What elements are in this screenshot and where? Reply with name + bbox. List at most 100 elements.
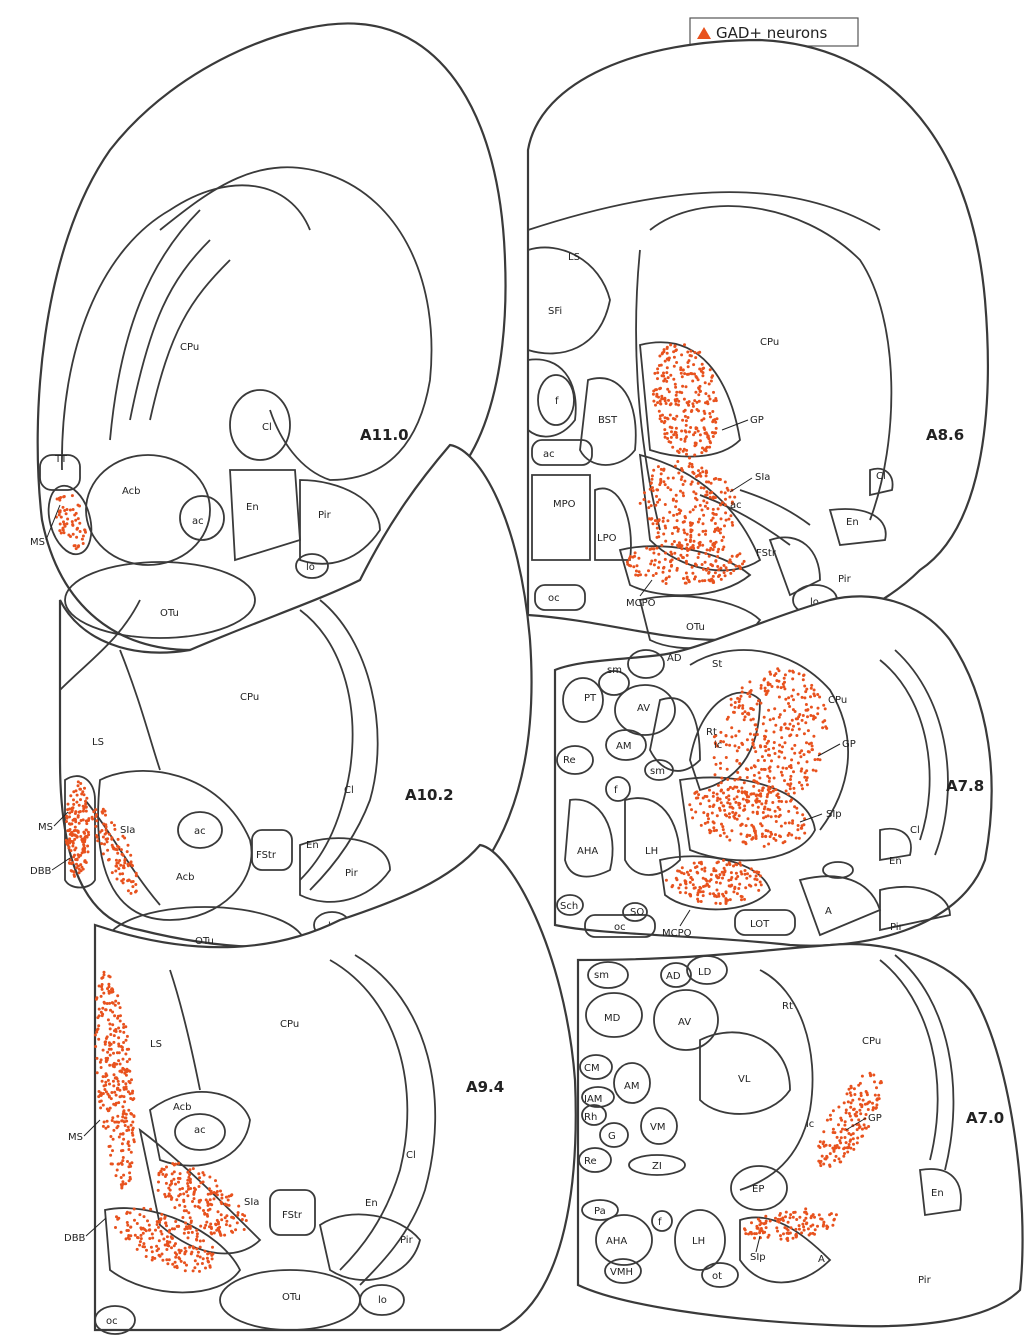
neuron-point — [194, 1188, 197, 1191]
neuron-point — [856, 1141, 859, 1144]
neuron-point — [652, 400, 655, 403]
neuron-point — [666, 519, 669, 522]
neuron-point — [707, 435, 710, 438]
neuron-point — [680, 475, 683, 478]
neuron-point — [665, 577, 668, 580]
neuron-point — [769, 1220, 772, 1223]
neuron-point — [122, 1132, 125, 1135]
svg-text:sm: sm — [594, 970, 609, 981]
neuron-point — [780, 1238, 783, 1241]
svg-text:A: A — [818, 1254, 825, 1265]
section-a7-0: sm AD LD MD AV Rt CPu CM AM VL IAM Rh G … — [578, 944, 1023, 1326]
neuron-point — [806, 760, 809, 763]
neuron-point — [723, 871, 726, 874]
neuron-point — [703, 870, 706, 873]
neuron-point — [109, 1054, 112, 1057]
neuron-point — [708, 789, 711, 792]
svg-text:CPu: CPu — [180, 342, 199, 353]
neuron-point — [743, 898, 746, 901]
neuron-point — [701, 509, 704, 512]
neuron-point — [183, 1261, 186, 1264]
neuron-point — [675, 500, 678, 503]
neuron-point — [803, 696, 806, 699]
neuron-point — [65, 512, 68, 515]
neuron-point — [688, 430, 691, 433]
svg-text:Pir: Pir — [890, 922, 904, 933]
neuron-point — [83, 793, 86, 796]
neuron-point — [745, 799, 748, 802]
neuron-point — [184, 1269, 187, 1272]
neuron-point — [817, 707, 820, 710]
neuron-point — [872, 1106, 875, 1109]
neuron-point — [684, 538, 687, 541]
neuron-point — [712, 791, 715, 794]
neuron-point — [720, 823, 723, 826]
neuron-point — [211, 1246, 214, 1249]
neuron-point — [109, 1033, 112, 1036]
neuron-point — [758, 800, 761, 803]
neuron-point — [236, 1214, 239, 1217]
neuron-point — [729, 898, 732, 901]
neuron-point — [792, 787, 795, 790]
neuron-point — [740, 823, 743, 826]
neuron-point — [666, 437, 669, 440]
neuron-point — [118, 859, 121, 862]
neuron-point — [62, 495, 65, 498]
svg-text:sm: sm — [607, 665, 622, 676]
neuron-point — [873, 1080, 876, 1083]
neuron-point — [139, 1240, 142, 1243]
neuron-point — [114, 1226, 117, 1229]
neuron-point — [127, 1148, 130, 1151]
svg-text:LH: LH — [692, 1236, 705, 1247]
neuron-point — [853, 1087, 856, 1090]
neuron-point — [715, 427, 718, 430]
neuron-point — [692, 544, 695, 547]
section-label-a11-0: A11.0 — [360, 426, 409, 444]
neuron-point — [683, 448, 686, 451]
neuron-point — [737, 706, 740, 709]
neuron-point — [63, 523, 66, 526]
neuron-point — [111, 844, 114, 847]
svg-text:LS: LS — [150, 1039, 162, 1050]
neuron-point — [638, 570, 641, 573]
neuron-point — [128, 1171, 131, 1174]
neuron-point — [71, 523, 74, 526]
neuron-point — [799, 755, 802, 758]
neuron-point — [151, 1259, 154, 1262]
neuron-point — [100, 1066, 103, 1069]
neuron-point — [148, 1224, 151, 1227]
svg-text:MS: MS — [68, 1132, 83, 1143]
neuron-point — [174, 1220, 177, 1223]
neuron-point — [669, 426, 672, 429]
neuron-point — [837, 1106, 840, 1109]
neuron-point — [171, 1162, 174, 1165]
neuron-point — [173, 1206, 176, 1209]
neuron-point — [760, 883, 763, 886]
neuron-point — [793, 752, 796, 755]
neuron-point — [700, 900, 703, 903]
svg-text:f: f — [614, 785, 618, 796]
neuron-point — [77, 517, 80, 520]
neuron-point — [220, 1213, 223, 1216]
neuron-point — [677, 887, 680, 890]
neuron-point — [782, 767, 785, 770]
neuron-point — [730, 876, 733, 879]
neuron-point — [699, 390, 702, 393]
neuron-point — [103, 971, 106, 974]
neuron-point — [732, 865, 735, 868]
neuron-point — [120, 1149, 123, 1152]
neuron-point — [117, 867, 120, 870]
neuron-point — [837, 1123, 840, 1126]
neuron-point — [754, 830, 757, 833]
neuron-point — [725, 796, 728, 799]
neuron-point — [852, 1148, 855, 1151]
neuron-point — [667, 376, 670, 379]
neuron-point — [824, 725, 827, 728]
neuron-point — [839, 1117, 842, 1120]
neuron-point — [110, 1043, 113, 1046]
neuron-point — [142, 1232, 145, 1235]
neuron-point — [109, 1154, 112, 1157]
neuron-point — [694, 497, 697, 500]
neuron-point — [78, 822, 81, 825]
neuron-point — [224, 1203, 227, 1206]
